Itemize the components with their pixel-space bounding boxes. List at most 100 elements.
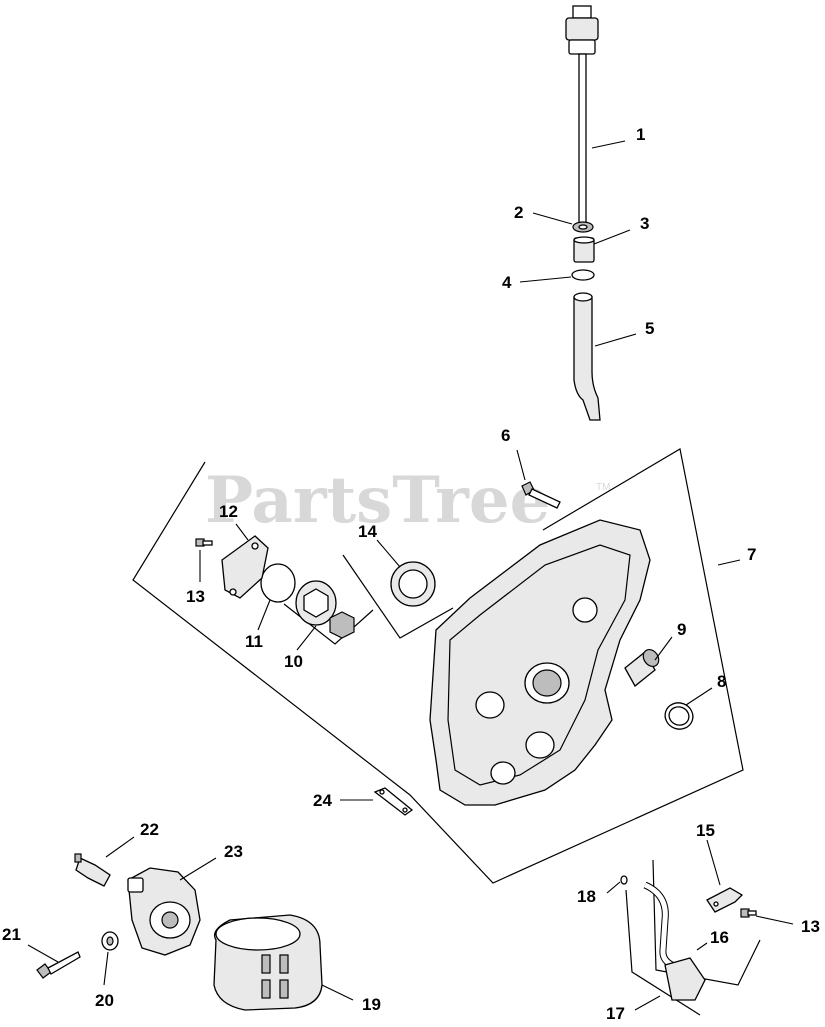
bolt-shank — [47, 951, 81, 975]
filter-flute-2 — [279, 954, 289, 974]
breather-housing — [664, 957, 706, 1001]
part-12-oil-pump-cover[interactable] — [221, 535, 269, 599]
seal-inner — [398, 569, 428, 599]
callout-17[interactable]: 17 — [606, 1004, 625, 1023]
oil-seal-group-outline — [342, 554, 454, 639]
part-24-gasket[interactable] — [373, 787, 414, 816]
callout-10[interactable]: 10 — [284, 652, 303, 671]
callout-19[interactable]: 19 — [362, 995, 381, 1014]
callout-3[interactable]: 3 — [640, 214, 649, 233]
dipstick-handle-top — [572, 5, 592, 19]
callout-5[interactable]: 5 — [645, 319, 654, 338]
dipstick-cap — [565, 17, 599, 41]
part-1-dipstick[interactable] — [565, 5, 599, 229]
part-5-dipstick-tube[interactable] — [573, 292, 601, 421]
closure-plate-bearing-2 — [525, 731, 555, 759]
closure-plate-body — [429, 519, 651, 806]
nipple-flange — [642, 649, 660, 667]
closure-plate-group-outline — [132, 448, 744, 884]
callout-11[interactable]: 11 — [245, 632, 263, 651]
closure-plate-bearing-1 — [475, 691, 505, 719]
callout-12[interactable]: 12 — [219, 502, 238, 521]
closure-plate-bearing-3 — [490, 761, 516, 785]
filter-flute-4 — [279, 979, 289, 999]
pump-cover-hole-2 — [229, 588, 237, 596]
callout-22[interactable]: 22 — [140, 820, 159, 839]
tube-top-opening — [573, 292, 593, 302]
part-4-o-ring[interactable] — [571, 269, 595, 281]
pump-cover-body — [221, 535, 269, 599]
part-13-screw-right[interactable] — [740, 908, 757, 918]
callout-14[interactable]: 14 — [358, 522, 377, 541]
hose-inner — [643, 882, 684, 973]
dipstick-cap-base — [568, 39, 596, 55]
adapter-port — [127, 877, 144, 893]
callout-24[interactable]: 24 — [313, 791, 332, 810]
part-15-bracket[interactable] — [706, 887, 744, 913]
washer-hole — [578, 224, 588, 230]
bracket-body — [706, 887, 744, 913]
filter-top — [215, 917, 301, 951]
part-13-screw-left[interactable] — [195, 538, 213, 547]
bracket-hole — [713, 901, 719, 907]
part-20-washer[interactable] — [101, 931, 119, 951]
callout-18[interactable]: 18 — [577, 887, 596, 906]
screw-shank — [747, 910, 757, 916]
bolt-shank — [528, 488, 561, 509]
callout-21[interactable]: 21 — [2, 925, 21, 944]
callout-6[interactable]: 6 — [501, 426, 510, 445]
inner-rotor — [329, 611, 355, 639]
part-14-oil-seal[interactable] — [390, 561, 436, 607]
gasket-hole-1 — [379, 789, 385, 795]
part-9-filter-nipple[interactable] — [624, 647, 662, 687]
part-16-breather-hose[interactable] — [643, 881, 706, 1001]
tube-body — [573, 296, 601, 421]
gasket-body — [373, 787, 414, 816]
callout-9[interactable]: 9 — [677, 620, 686, 639]
gasket-hole-2 — [402, 807, 408, 813]
callout-16[interactable]: 16 — [710, 928, 729, 947]
part-7-closure-plate[interactable] — [429, 519, 651, 806]
part-8-o-ring[interactable] — [661, 699, 696, 733]
callout-20[interactable]: 20 — [95, 991, 114, 1010]
adapter-top — [573, 236, 595, 244]
o-ring-inner — [668, 706, 690, 726]
inner-rotor-outer — [303, 588, 329, 618]
part-3-tube-adapter[interactable] — [573, 236, 595, 263]
callout-leaders — [27, 140, 794, 1011]
switch-terminal — [74, 853, 82, 863]
callout-4[interactable]: 4 — [502, 273, 512, 292]
closure-plate-boss-inner — [532, 669, 562, 697]
washer-hole — [106, 936, 114, 946]
watermark-tm: TM — [596, 482, 610, 493]
part-2-washer[interactable] — [572, 221, 594, 233]
closure-plate-hole — [572, 597, 598, 623]
part-10-oil-pump-rotors[interactable] — [295, 580, 355, 639]
watermark-text: PartsTree — [205, 463, 550, 538]
pump-cover-hole-1 — [251, 542, 259, 550]
callout-15[interactable]: 15 — [696, 821, 715, 840]
closure-plate-rib — [447, 544, 631, 786]
callout-labels: 1 2 3 4 5 6 7 8 9 10 11 12 13 14 15 13 1… — [2, 125, 820, 1023]
part-6-bolt[interactable] — [521, 481, 561, 509]
adapter-thread — [161, 911, 179, 929]
callout-8[interactable]: 8 — [717, 672, 726, 691]
callout-23[interactable]: 23 — [224, 842, 243, 861]
part-22-pressure-switch[interactable] — [74, 853, 111, 887]
callout-13-left[interactable]: 13 — [186, 587, 205, 606]
part-21-bolt[interactable] — [36, 951, 81, 979]
callout-7[interactable]: 7 — [747, 545, 756, 564]
part-11-o-ring[interactable] — [260, 563, 296, 603]
callout-1[interactable]: 1 — [636, 125, 645, 144]
part-19-oil-filter[interactable] — [213, 914, 323, 1011]
breather-group-outline-left — [625, 889, 701, 1016]
callout-2[interactable]: 2 — [514, 203, 523, 222]
screw-shank — [202, 540, 213, 546]
part-18-fitting[interactable] — [620, 875, 628, 885]
filter-flute-1 — [261, 954, 271, 974]
part-23-filter-adapter[interactable] — [127, 867, 201, 956]
callout-13-right[interactable]: 13 — [801, 917, 820, 936]
filter-flute-3 — [261, 979, 271, 999]
